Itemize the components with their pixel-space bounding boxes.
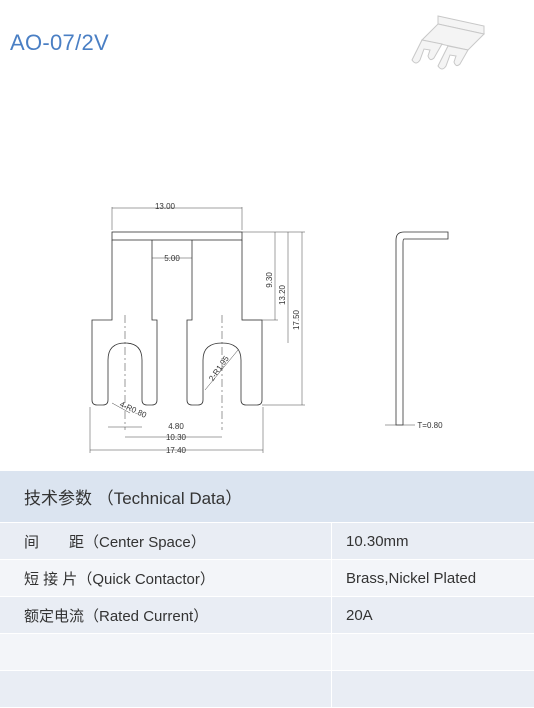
table-header: 技术参数 （Technical Data） xyxy=(0,471,534,523)
model-title: AO-07/2V xyxy=(10,30,110,55)
table-row: 间 距（Center Space） 10.30mm xyxy=(0,523,534,560)
technical-drawing: 13.00 5.00 9.30 13.20 17.50 2-R1.95 4-R0… xyxy=(89,202,449,455)
dim-thickness: T=0.80 xyxy=(417,421,443,430)
row-value xyxy=(332,634,534,670)
row-label xyxy=(0,671,332,707)
dim-slot: 4.80 xyxy=(168,422,184,431)
row-label: 短 接 片（Quick Contactor） xyxy=(0,560,332,596)
dim-height-2: 13.20 xyxy=(278,284,287,305)
dim-width-top: 13.00 xyxy=(155,202,176,211)
table-row xyxy=(0,671,534,708)
dim-center-top: 5.00 xyxy=(164,254,180,263)
row-value: 10.30mm xyxy=(346,532,409,550)
technical-data-table: 技术参数 （Technical Data） 间 距（Center Space） … xyxy=(0,471,534,708)
row-label: 额定电流（Rated Current） xyxy=(0,597,332,633)
table-row xyxy=(0,634,534,671)
dim-pitch: 10.30 xyxy=(166,433,187,442)
product-photo xyxy=(411,15,486,70)
table-row: 额定电流（Rated Current） 20A xyxy=(0,597,534,634)
dim-radius-right: 2-R1.95 xyxy=(207,354,231,383)
dim-height-1: 9.30 xyxy=(265,272,274,288)
dim-height-3: 17.50 xyxy=(292,309,301,330)
dim-total: 17.40 xyxy=(166,446,187,455)
row-label xyxy=(0,634,332,670)
row-label: 间 距（Center Space） xyxy=(0,523,332,559)
row-value xyxy=(332,671,534,707)
dim-radius-left: 4-R0.80 xyxy=(118,400,148,420)
row-value: Brass,Nickel Plated xyxy=(346,569,477,587)
row-value: 20A xyxy=(346,606,373,624)
table-row: 短 接 片（Quick Contactor） Brass,Nickel Plat… xyxy=(0,560,534,597)
